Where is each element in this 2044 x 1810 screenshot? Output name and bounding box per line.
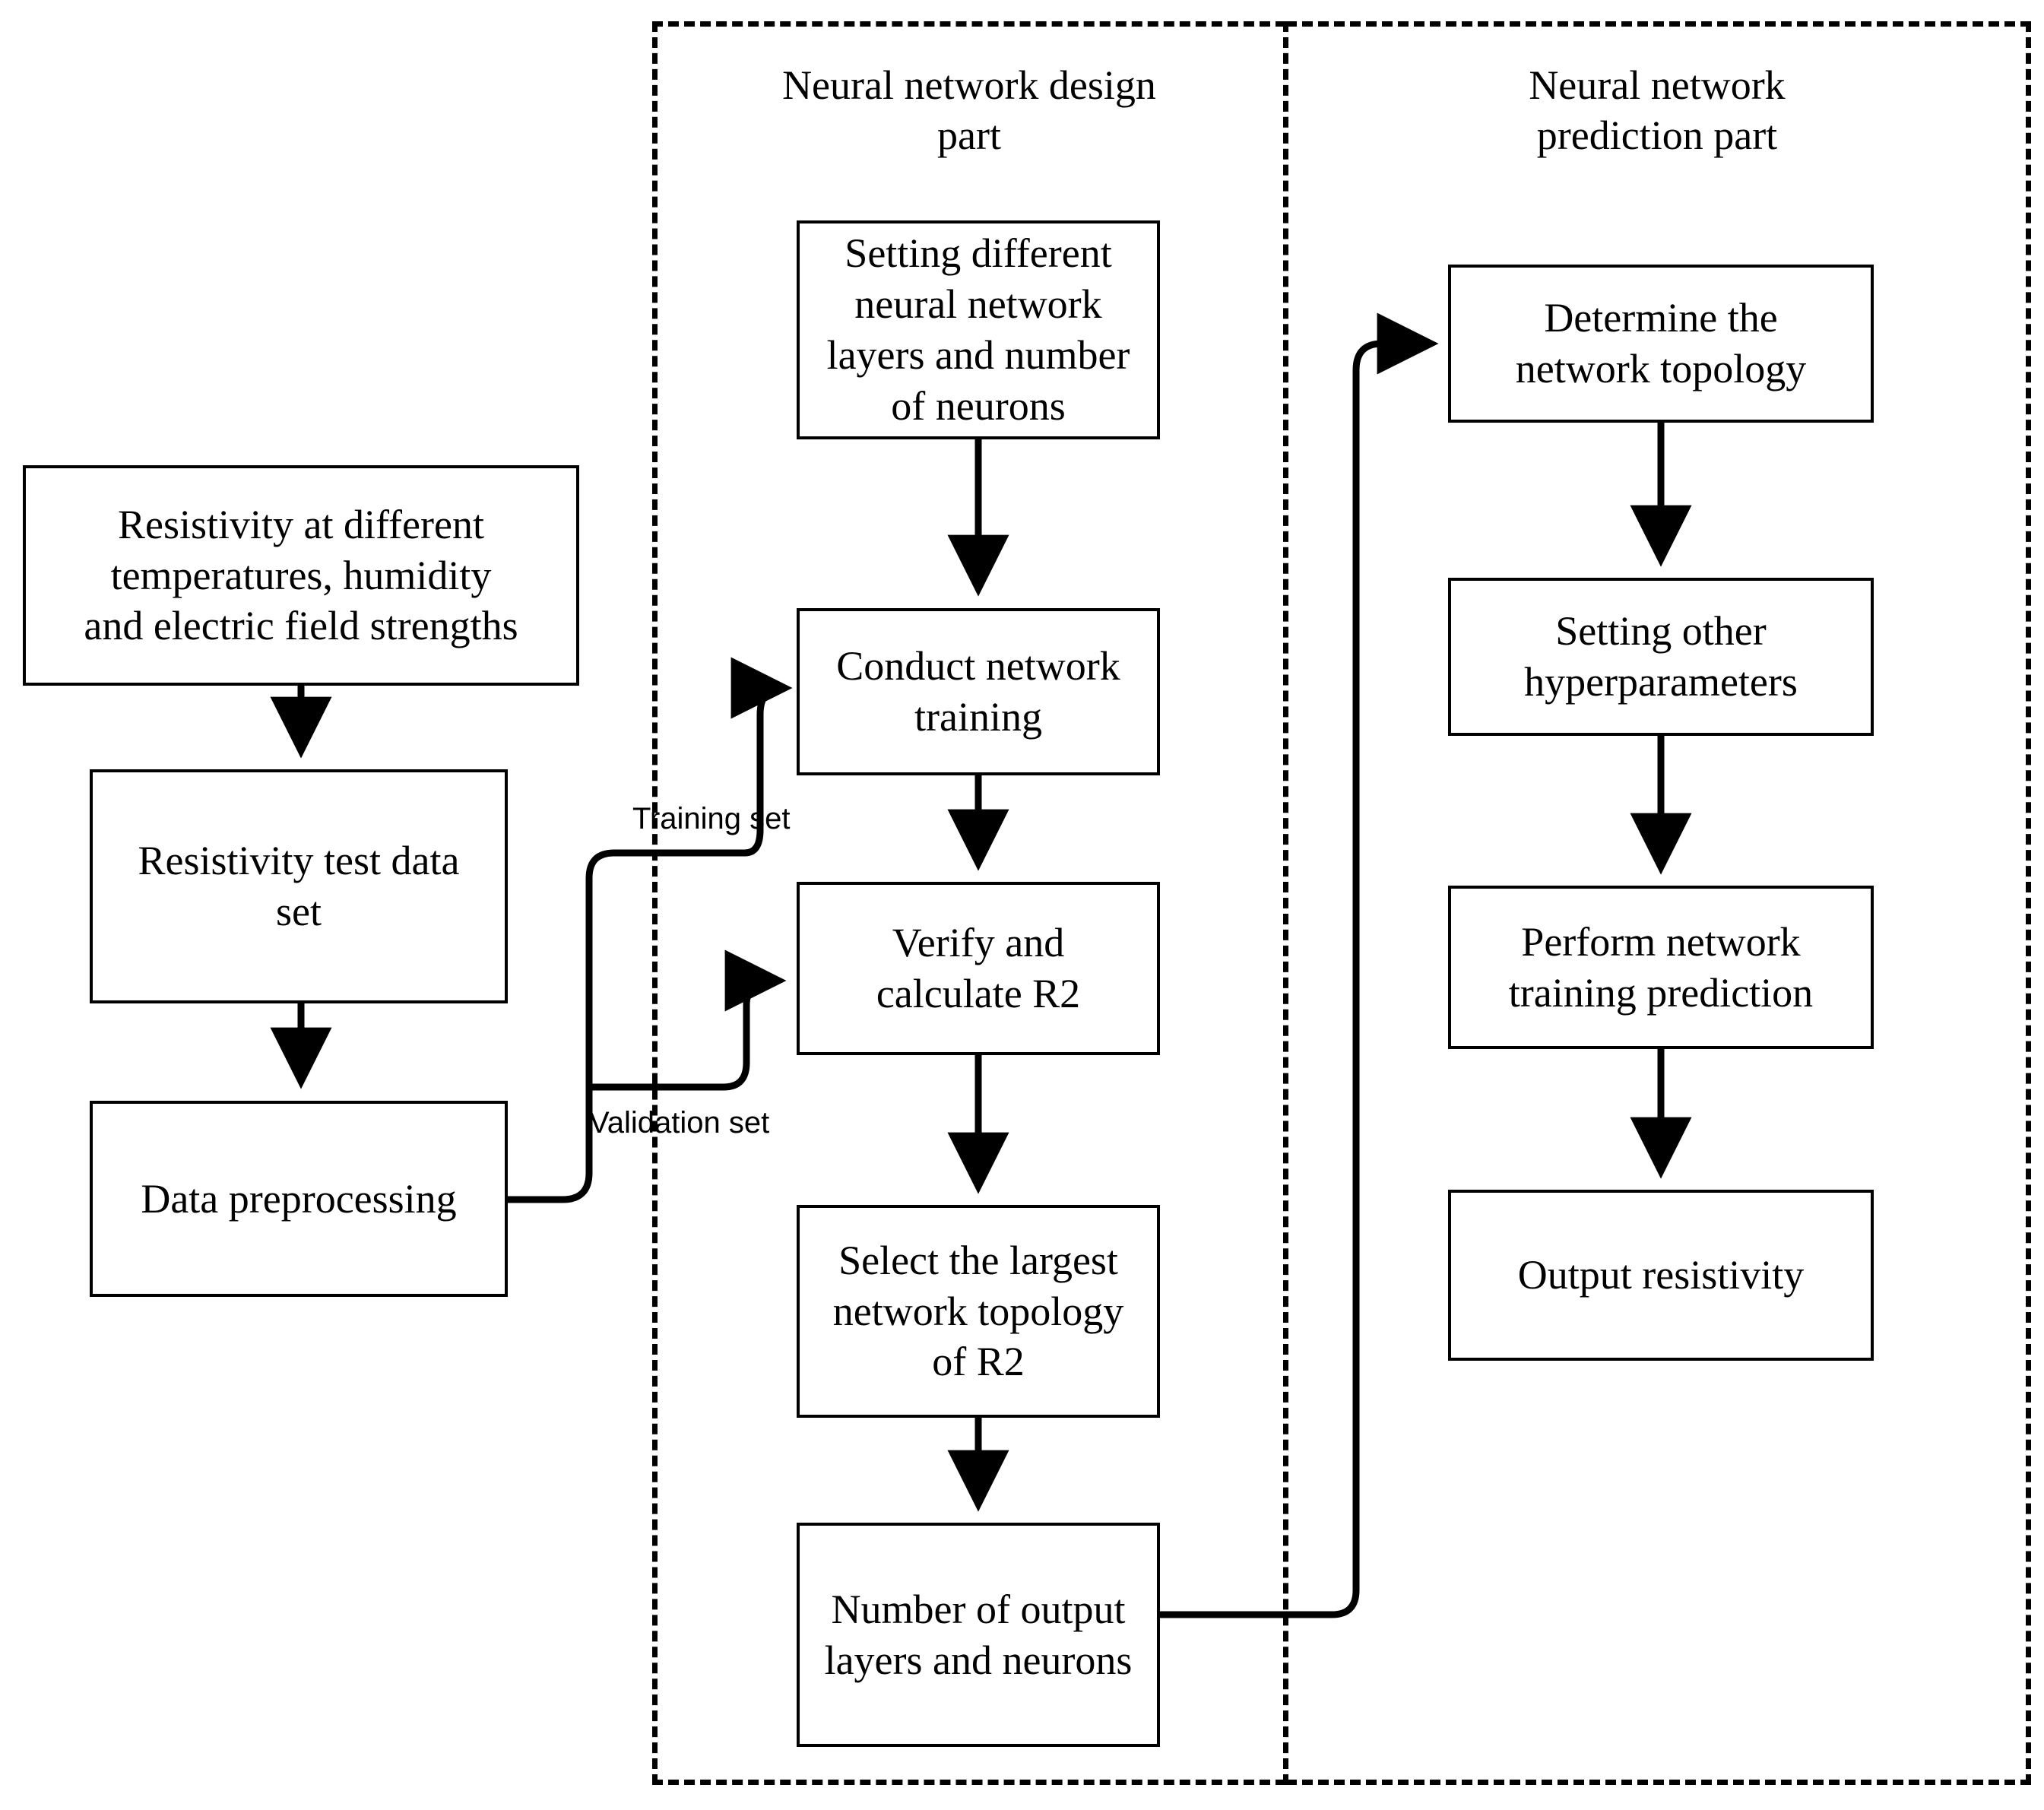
node-determine-network-topology[interactable]: Determine the network topology (1448, 265, 1874, 423)
region-neural-network-prediction (1286, 21, 2031, 1785)
node-verify-and-calculate-r2[interactable]: Verify and calculate R2 (797, 882, 1160, 1055)
region-title-design: Neural network design part (782, 62, 1156, 158)
node-setting-layers-and-neurons[interactable]: Setting different neural network layers … (797, 220, 1160, 439)
region-title-prediction: Neural network prediction part (1529, 62, 1786, 158)
node-resistivity-test-data-set[interactable]: Resistivity test data set (90, 769, 508, 1003)
edge-label-training-set: Training set (632, 802, 791, 835)
edge-label-validation-set: Validation set (589, 1106, 770, 1140)
node-select-largest-topology-r2[interactable]: Select the largest network topology of R… (797, 1205, 1160, 1418)
edge-preprocess-trunk (508, 849, 615, 1203)
node-conduct-network-training[interactable]: Conduct network training (797, 608, 1160, 775)
node-resistivity-input[interactable]: Resistivity at different temperatures, h… (23, 465, 579, 686)
node-number-of-output-layers-and-neurons[interactable]: Number of output layers and neurons (797, 1523, 1160, 1747)
node-output-resistivity[interactable]: Output resistivity (1448, 1190, 1874, 1361)
node-setting-other-hyperparameters[interactable]: Setting other hyperparameters (1448, 578, 1874, 736)
node-perform-network-training-prediction[interactable]: Perform network training prediction (1448, 886, 1874, 1049)
node-data-preprocessing[interactable]: Data preprocessing (90, 1101, 508, 1297)
region-neural-network-design (652, 21, 1286, 1785)
region-divider-dashed-line (1283, 21, 1288, 1785)
